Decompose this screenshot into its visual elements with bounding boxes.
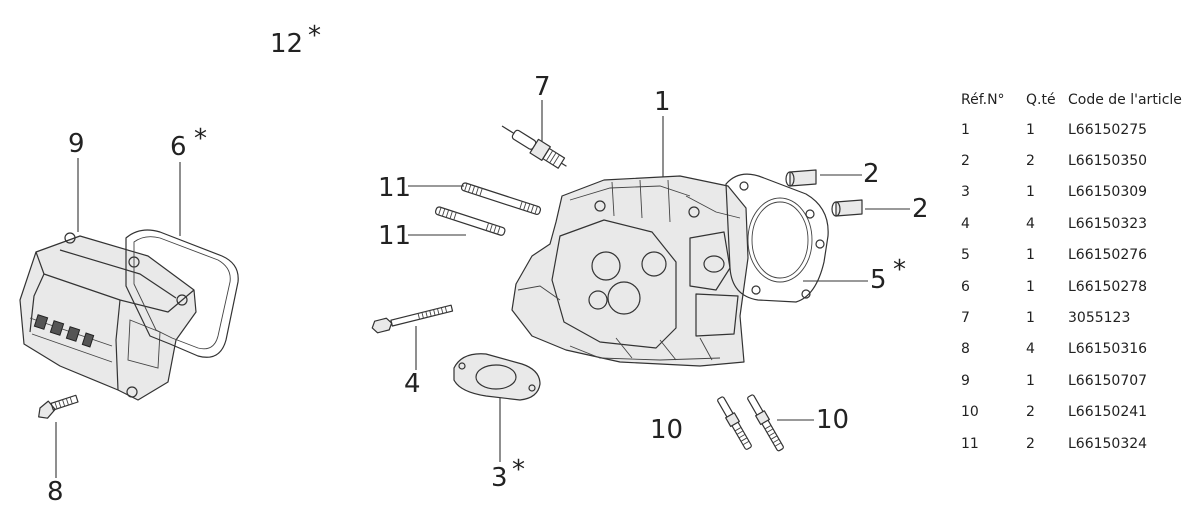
callout-8: 8 <box>47 477 64 507</box>
table-row: 2 2 L66150350 <box>961 145 1198 176</box>
callout-11-lower: 11 <box>378 221 411 251</box>
callout-12: 12 <box>270 29 303 59</box>
stud-icon <box>434 206 506 236</box>
cell-ref: 6 <box>961 278 970 295</box>
cell-qty: 1 <box>1026 247 1035 264</box>
cell-ref: 8 <box>961 341 970 358</box>
callout-6-star: * <box>194 124 207 154</box>
leader-lines <box>55 100 910 478</box>
callout-2-upper: 2 <box>863 159 880 189</box>
header-code: Code de l'article <box>1068 92 1182 108</box>
table-row: 1 1 L66150275 <box>961 114 1198 145</box>
cell-qty: 4 <box>1026 341 1035 358</box>
gasket-icon <box>725 173 829 303</box>
cell-code: L66150707 <box>1068 372 1148 389</box>
callout-7: 7 <box>534 72 551 102</box>
cell-qty: 4 <box>1026 215 1035 232</box>
cell-ref: 7 <box>961 310 970 327</box>
callout-3-star: * <box>512 455 525 485</box>
callout-11-upper: 11 <box>378 173 411 203</box>
valve-cover-icon <box>19 232 197 401</box>
callout-3: 3 <box>491 463 508 493</box>
table-row: 3 1 L66150309 <box>961 177 1198 208</box>
cell-ref: 10 <box>961 404 979 421</box>
cell-code: L66150241 <box>1068 404 1148 421</box>
dowel-pin-icon <box>785 169 817 187</box>
gasket-icon <box>125 229 239 358</box>
table-row: 9 1 L66150707 <box>961 365 1198 396</box>
cell-code: L66150316 <box>1068 341 1148 358</box>
callout-5-star: * <box>893 255 906 285</box>
header-qty: Q.té <box>1026 92 1056 108</box>
callout-5: 5 <box>870 265 887 295</box>
callout-10-right: 10 <box>816 405 849 435</box>
cell-code: L66150324 <box>1068 435 1148 452</box>
cell-code: L66150350 <box>1068 153 1148 170</box>
callout-4: 4 <box>404 369 421 399</box>
exploded-diagram: 12 * 7 1 9 6 * 2 11 2 11 5 * 4 10 10 3 *… <box>19 21 929 507</box>
stud-icon <box>747 394 784 452</box>
cylinder-head-icon <box>511 175 749 367</box>
table-row: 7 1 3055123 <box>961 302 1198 333</box>
cell-ref: 1 <box>961 121 970 138</box>
callout-6: 6 <box>170 132 187 162</box>
cell-ref: 11 <box>961 435 979 452</box>
callout-1: 1 <box>654 87 671 117</box>
spark-plug-icon <box>501 125 567 169</box>
cell-qty: 2 <box>1026 435 1035 452</box>
table-row: 5 1 L66150276 <box>961 240 1198 271</box>
cell-ref: 9 <box>961 372 970 389</box>
cell-code: L66150275 <box>1068 121 1148 138</box>
table-row: 6 1 L66150278 <box>961 271 1198 302</box>
cell-code: L66150323 <box>1068 215 1148 232</box>
table-row: 8 4 L66150316 <box>961 334 1198 365</box>
cell-qty: 2 <box>1026 153 1035 170</box>
cell-qty: 1 <box>1026 310 1035 327</box>
table-row: 11 2 L66150324 <box>961 428 1198 459</box>
table-row: 10 2 L66150241 <box>961 397 1198 428</box>
table-header: Réf.N° Q.té Code de l'article <box>961 86 1198 114</box>
bolt-icon <box>371 304 454 334</box>
cell-code: 3055123 <box>1068 310 1131 327</box>
cell-code: L66150278 <box>1068 278 1148 295</box>
bolt-icon <box>38 394 79 419</box>
callout-2-lower: 2 <box>912 194 929 224</box>
header-ref: Réf.N° <box>961 92 1005 108</box>
stud-icon <box>717 396 752 450</box>
cell-ref: 2 <box>961 153 970 170</box>
gasket-icon <box>453 353 541 401</box>
callout-9: 9 <box>68 129 85 159</box>
dowel-pin-icon <box>831 199 863 217</box>
callout-12-star: * <box>308 21 321 51</box>
cell-qty: 1 <box>1026 278 1035 295</box>
cell-qty: 1 <box>1026 121 1035 138</box>
cell-ref: 4 <box>961 215 970 232</box>
cell-ref: 5 <box>961 247 970 264</box>
cell-qty: 1 <box>1026 372 1035 389</box>
cell-qty: 2 <box>1026 404 1035 421</box>
table-row: 4 4 L66150323 <box>961 208 1198 239</box>
cell-qty: 1 <box>1026 184 1035 201</box>
cell-code: L66150309 <box>1068 184 1148 201</box>
cell-code: L66150276 <box>1068 247 1148 264</box>
callout-10-left: 10 <box>650 415 683 445</box>
cell-ref: 3 <box>961 184 970 201</box>
stud-icon <box>460 182 542 215</box>
